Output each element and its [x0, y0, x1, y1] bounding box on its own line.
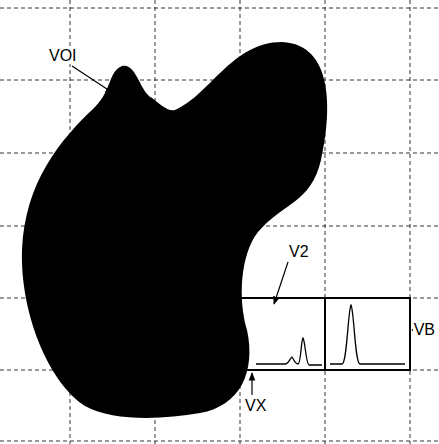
leader-arrows: [72, 66, 415, 395]
voi-label: VOI: [48, 48, 78, 64]
voxel-label: VB: [413, 322, 436, 338]
voxel-label: VX: [244, 398, 267, 414]
voxel-label: V2: [288, 244, 310, 260]
voxel-boxes: [240, 298, 410, 370]
voi-blob: [22, 42, 327, 418]
spectra: [256, 305, 405, 365]
